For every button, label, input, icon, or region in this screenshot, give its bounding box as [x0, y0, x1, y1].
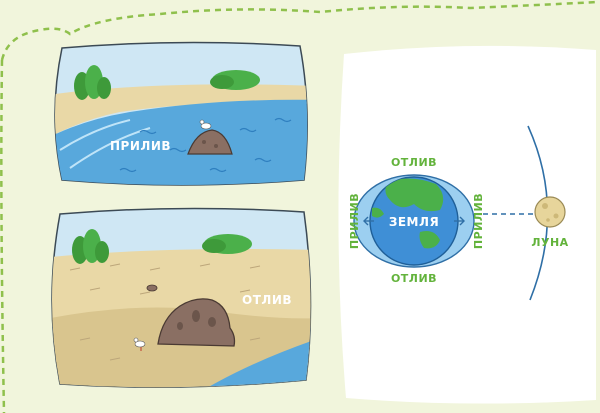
low-tide-scene: ОТЛИВ: [51, 207, 312, 388]
seagull-icon: [133, 337, 146, 351]
moon-icon: [534, 196, 566, 228]
ebb-bottom-label: ОТЛИВ: [391, 272, 437, 285]
earth-icon: [369, 176, 459, 266]
bush-icon: [210, 70, 260, 90]
rock-icon: [187, 129, 233, 155]
bush-icon: [202, 234, 252, 254]
tide-right-label: ПРИЛИВ: [472, 193, 485, 249]
high-tide-scene: ПРИЛИВ: [54, 41, 308, 186]
tide-left-label: ПРИЛИВ: [348, 193, 361, 249]
ebb-top-label: ОТЛИВ: [391, 156, 437, 169]
rock-icon: [146, 284, 236, 347]
seagull-icon: [199, 119, 212, 130]
low-tide-label: ОТЛИВ: [242, 293, 292, 307]
arrow-icon: [363, 216, 465, 226]
earth-moon-panel: ЗЕМЛЯ ЛУНА ОТЛИВ ОТЛИВ ПРИЛИВ ПРИЛИВ: [338, 45, 596, 404]
tree-icon: [72, 229, 109, 264]
dashed-border: [0, 0, 599, 61]
earth-label: ЗЕМЛЯ: [389, 215, 439, 229]
high-tide-label: ПРИЛИВ: [110, 139, 171, 153]
tree-icon: [74, 65, 111, 100]
moon-label: ЛУНА: [531, 236, 568, 249]
dashed-border-left: [0, 59, 6, 413]
